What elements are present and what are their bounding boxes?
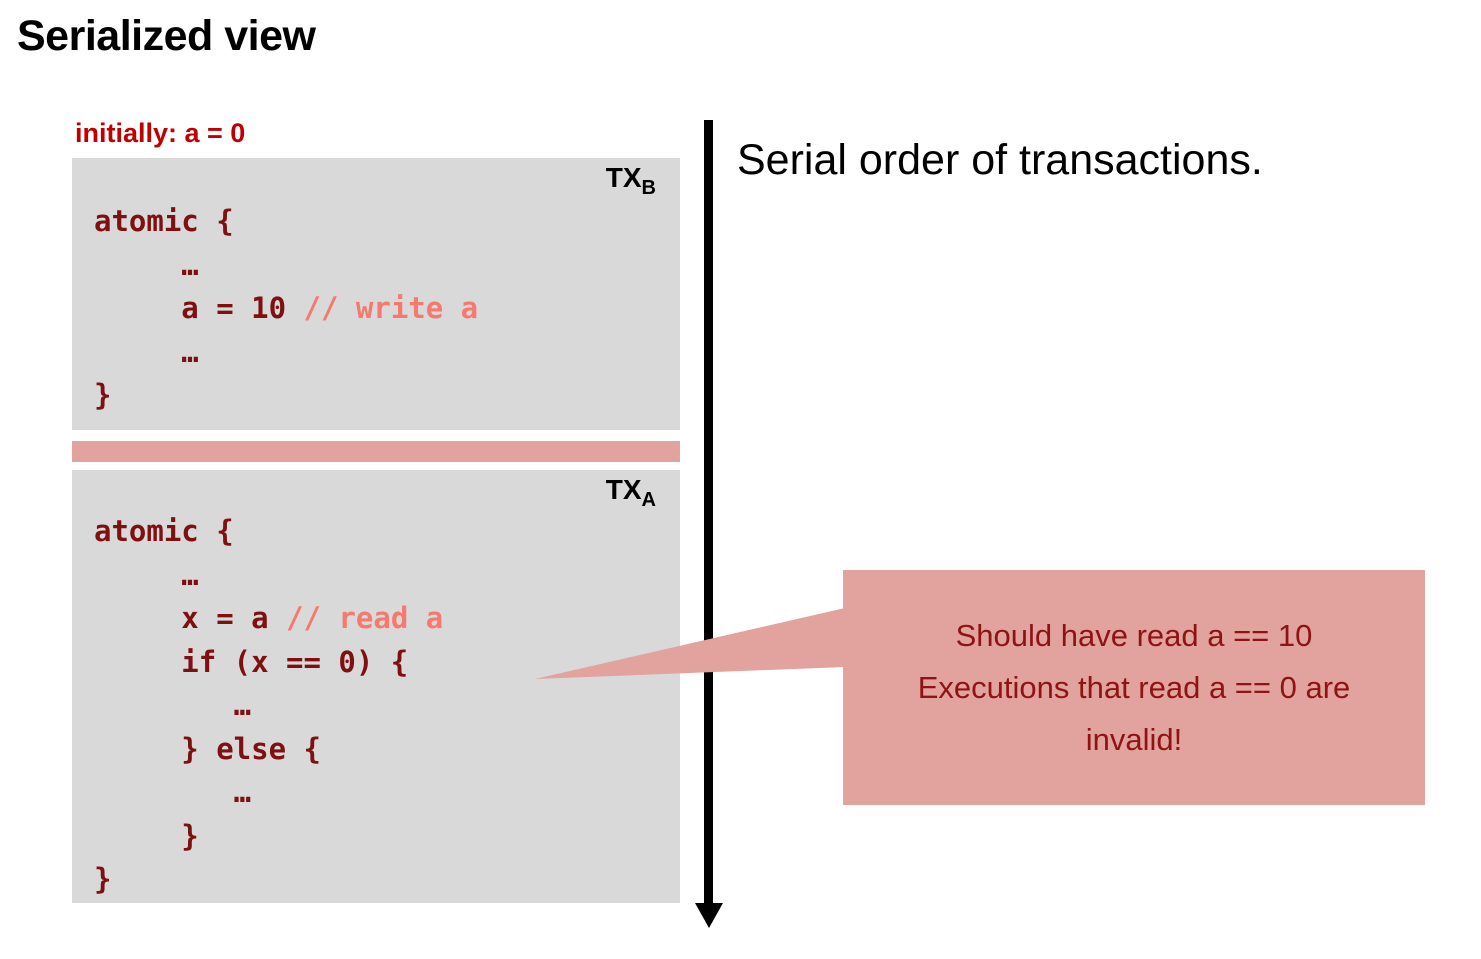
txb-label-base: TX xyxy=(605,162,642,193)
code-line: … xyxy=(94,688,252,722)
code-comment: // write a xyxy=(303,291,479,325)
serial-order-arrow-shaft xyxy=(704,120,713,906)
code-comment: // read a xyxy=(286,601,444,635)
code-line: } else { xyxy=(94,731,321,766)
code-line: if (x == 0) { xyxy=(94,644,409,679)
txa-label-subscript: A xyxy=(641,489,656,511)
callout-line: invalid! xyxy=(1085,721,1183,757)
code-line: a = 10 // write a xyxy=(94,291,479,325)
code-line: … xyxy=(94,557,199,592)
code-line: } xyxy=(94,862,112,896)
code-line: atomic { xyxy=(94,204,234,238)
pink-divider-bar xyxy=(72,441,680,462)
serial-order-caption: Serial order of transactions. xyxy=(737,136,1263,184)
code-line: } xyxy=(94,378,112,412)
txa-label: TXA xyxy=(606,474,656,512)
code-line: atomic { xyxy=(94,514,234,548)
txb-code: atomic { … a = 10 // write a …} xyxy=(94,200,478,418)
txa-code: atomic { … x = a // read a if (x == 0) {… xyxy=(94,510,443,902)
code-line: x = a // read a xyxy=(94,601,444,635)
txa-label-base: TX xyxy=(605,474,642,505)
code-line: … xyxy=(94,775,252,809)
txb-code-box: TXB atomic { … a = 10 // write a …} xyxy=(72,158,680,430)
page-title: Serialized view xyxy=(17,12,316,60)
txb-label-subscript: B xyxy=(641,177,656,199)
code-line: } xyxy=(94,818,199,853)
code-line: … xyxy=(94,334,199,369)
txa-code-box: TXA atomic { … x = a // read a if (x == … xyxy=(72,470,680,903)
initial-condition-label: initially: a = 0 xyxy=(75,118,246,148)
callout-line: Should have read a == 10 xyxy=(955,617,1313,653)
code-line: … xyxy=(94,247,199,282)
callout-line: Executions that read a == 0 are xyxy=(917,669,1351,705)
txb-label: TXB xyxy=(606,162,656,200)
callout-text: Should have read a == 10 Executions that … xyxy=(918,610,1351,766)
callout-bubble: Should have read a == 10 Executions that … xyxy=(843,570,1425,805)
down-arrow-icon xyxy=(695,903,723,928)
